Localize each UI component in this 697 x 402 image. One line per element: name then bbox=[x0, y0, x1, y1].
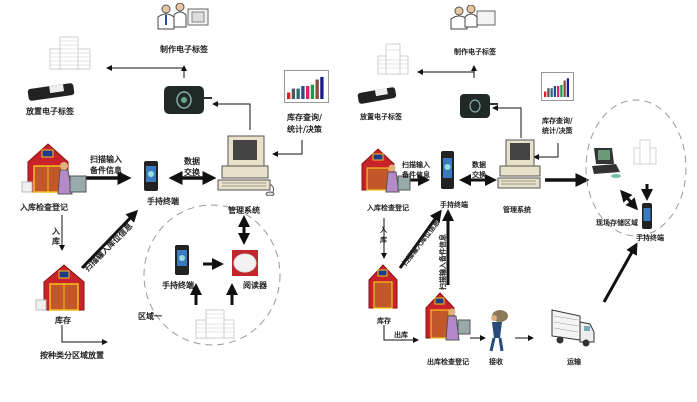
label-make-tag-right: 制作电子标签 bbox=[454, 47, 496, 56]
handheld-terminal-icon bbox=[143, 160, 159, 192]
label-inbound-check-right: 入库检查登记 bbox=[367, 203, 409, 212]
bar-chart-icon bbox=[541, 72, 575, 102]
tag-writer-icon bbox=[458, 92, 498, 122]
label-scan-input-1: 扫描输入 bbox=[90, 154, 122, 164]
site-storage-boundary bbox=[585, 99, 687, 237]
label-scan-parts-right: 扫描输入备件信息 bbox=[438, 234, 447, 290]
handheld-terminal-icon bbox=[174, 244, 190, 276]
chart-icon-bar bbox=[563, 80, 566, 97]
label-receive: 接收 bbox=[489, 357, 503, 366]
label-into-1: 入 bbox=[52, 226, 60, 236]
stacked-tags-icon bbox=[376, 42, 410, 76]
chart-icon-bar bbox=[557, 86, 560, 97]
label-data-exchange-right-2: 交换 bbox=[472, 170, 486, 179]
zone-one-boundary bbox=[143, 204, 281, 346]
computer-icon bbox=[496, 138, 546, 194]
label-site-storage: 现场存储区域 bbox=[596, 218, 638, 227]
label-data-exchange-1: 数据 bbox=[184, 156, 200, 166]
chart-icon-bar bbox=[315, 79, 319, 99]
label-inventory: 库存 bbox=[55, 315, 71, 325]
arrow-zone-place bbox=[61, 325, 108, 345]
electronic-tag-icon bbox=[356, 84, 398, 106]
label-data-exchange-right-1: 数据 bbox=[472, 160, 486, 169]
label-scan-input-2: 备件信息 bbox=[90, 165, 122, 175]
label-inventory-right: 库存 bbox=[377, 316, 391, 325]
label-reader: 阅读器 bbox=[243, 280, 267, 290]
arrow-to-tag-writer bbox=[212, 101, 251, 130]
handheld-terminal-icon bbox=[641, 202, 653, 230]
label-query-stats-right-1: 库存查询/ bbox=[542, 116, 573, 125]
label-place-tag: 放置电子标签 bbox=[26, 106, 74, 116]
chart-icon-bar bbox=[544, 91, 547, 97]
warehouse-outbound-icon bbox=[422, 290, 472, 342]
label-data-exchange-2: 交换 bbox=[184, 167, 200, 177]
operators-icon bbox=[152, 2, 212, 33]
label-make-tag: 制作电子标签 bbox=[160, 44, 208, 54]
worker-receiving-icon bbox=[486, 308, 510, 352]
warehouse-inbound-icon bbox=[20, 140, 88, 196]
left-connectors bbox=[59, 65, 303, 346]
truck-icon bbox=[550, 308, 596, 348]
chart-icon-bar bbox=[560, 84, 563, 97]
tag-writer-icon bbox=[162, 84, 212, 116]
stacked-tags-icon bbox=[48, 35, 92, 71]
chart-icon-bar bbox=[291, 88, 296, 99]
label-query-stats-1: 库存查询/ bbox=[287, 112, 322, 122]
label-handheld-right: 手持终端 bbox=[440, 200, 468, 209]
computer-icon bbox=[216, 134, 278, 197]
chart-icon-bar bbox=[301, 86, 305, 99]
chart-icon-bar bbox=[566, 78, 570, 97]
label-place-tag-right: 放置电子标签 bbox=[360, 112, 402, 121]
chart-icon-bar bbox=[320, 76, 324, 99]
arrow-scan-location bbox=[80, 209, 139, 270]
chart-icon-bar bbox=[306, 86, 310, 99]
laptop-icon bbox=[590, 146, 622, 178]
stacked-tags-icon bbox=[194, 308, 236, 340]
label-into-right-1: 入 bbox=[380, 225, 387, 234]
label-scan-input-right-1: 扫描输入 bbox=[402, 160, 430, 169]
label-handheld: 手持终端 bbox=[147, 196, 179, 206]
label-query-stats-2: 统计/决策 bbox=[287, 124, 322, 134]
chart-icon-bar bbox=[287, 92, 291, 99]
bar-chart-icon bbox=[284, 70, 332, 104]
label-zone-one: 区域一 bbox=[138, 311, 162, 321]
arrow-query-to-pc bbox=[272, 140, 303, 157]
operators-icon bbox=[447, 4, 497, 33]
rfid-reader-icon bbox=[232, 250, 258, 276]
label-query-stats-right-2: 统计/决策 bbox=[542, 126, 573, 135]
label-inbound-check: 入库检查登记 bbox=[20, 202, 68, 212]
chart-icon-bar bbox=[553, 86, 557, 97]
chart-icon-bar bbox=[296, 88, 300, 99]
stacked-tags-icon bbox=[632, 138, 658, 166]
label-into-2: 库 bbox=[52, 236, 60, 246]
label-into-right-2: 库 bbox=[380, 235, 387, 244]
label-transport: 运输 bbox=[567, 357, 581, 366]
warehouse-inbound-icon bbox=[356, 146, 412, 194]
label-zone-place: 按种类分区域放置 bbox=[40, 350, 104, 360]
label-outbound: 出库 bbox=[394, 330, 408, 339]
electronic-tag-icon bbox=[26, 80, 76, 102]
label-mgmt-system-right: 管理系统 bbox=[503, 205, 531, 214]
handheld-terminal-icon bbox=[440, 150, 455, 190]
label-mgmt-system: 管理系统 bbox=[228, 205, 260, 215]
chart-icon-bar bbox=[547, 88, 550, 97]
label-outbound-check: 出库检查登记 bbox=[427, 357, 469, 366]
chart-icon-bar bbox=[310, 84, 315, 99]
warehouse-inventory-icon bbox=[34, 262, 86, 312]
warehouse-inventory-icon bbox=[365, 262, 401, 312]
label-scan-input-right-2: 备件信息 bbox=[402, 170, 430, 179]
label-handheld-site: 手持终端 bbox=[636, 233, 664, 242]
chart-icon-bar bbox=[550, 88, 553, 97]
label-handheld-zone: 手持终端 bbox=[162, 280, 194, 290]
right-connectors bbox=[381, 65, 687, 343]
